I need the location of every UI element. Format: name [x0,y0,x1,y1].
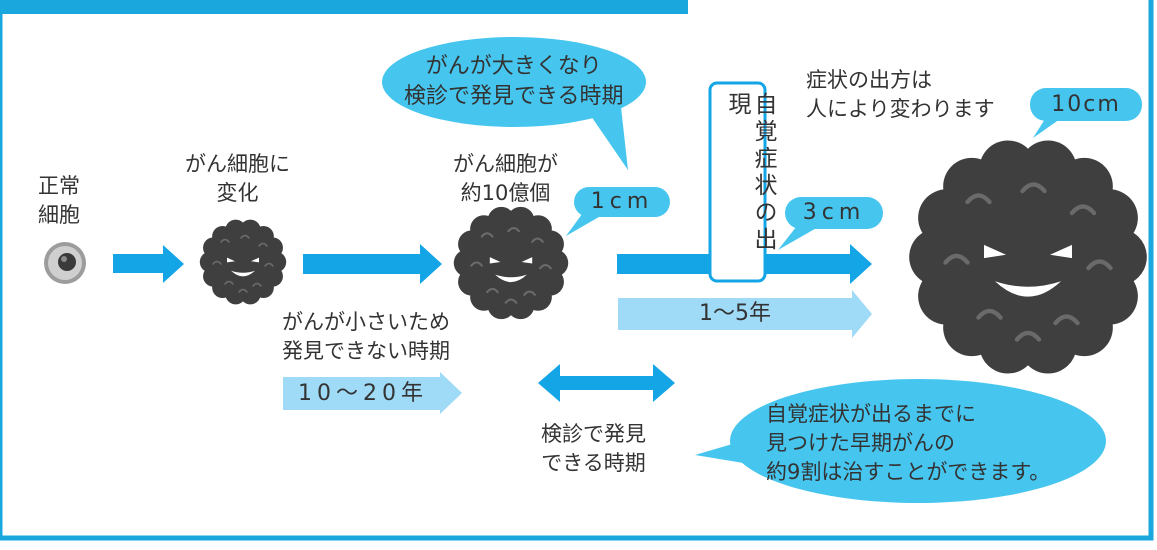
label-normal-cell: 正常細胞 [38,174,80,227]
bubble-cure-rate [695,379,1106,503]
label-billion-cells: がん細胞が約10億個 [453,152,558,205]
cancer-cell-1cm-icon [453,206,569,320]
label-years-1-5: 1～5年 [699,301,771,326]
label-symptom-onset: 自覚症状の出現 [724,92,776,254]
bubble-10cm [1030,88,1142,138]
bubble-3cm-text: 3cm [802,200,866,225]
progression-arrows [113,244,872,284]
arrow-1 [113,245,184,283]
bubble-1cm-text: 1cm [590,189,654,214]
symptom-onset-box [708,81,767,283]
screening-period-arrow [538,364,675,402]
cancer-cell-small-icon [199,219,287,305]
bubble-3cm [778,197,883,250]
label-years-10-20: 10～20年 [298,381,428,406]
arrow-2 [303,244,442,284]
bubble-cure-rate-text: 自覚症状が出るまでに見つけた早期がんの約9割は治すことができます。 [766,402,1051,484]
normal-cell-icon [44,242,86,284]
period-arrow-10-20 [283,372,462,414]
bubble-detectable-large-text: がんが大きくなり検診で発見できる時期 [404,54,624,109]
period-arrow-1-5 [618,290,872,338]
cancer-cell-10cm-icon [909,140,1147,374]
label-symptoms-vary: 症状の出方は人により変わります [806,68,995,121]
bubble-1cm [566,187,670,236]
label-changed-cell: がん細胞に変化 [185,152,290,205]
header-bar [0,0,688,14]
label-detectable-screening: 検診で発見できる時期 [541,422,646,475]
bubble-detectable-large [382,37,646,170]
bubble-10cm-text: 10cm [1051,92,1121,117]
label-undetectable-small: がんが小さいため発見できない時期 [282,310,450,363]
